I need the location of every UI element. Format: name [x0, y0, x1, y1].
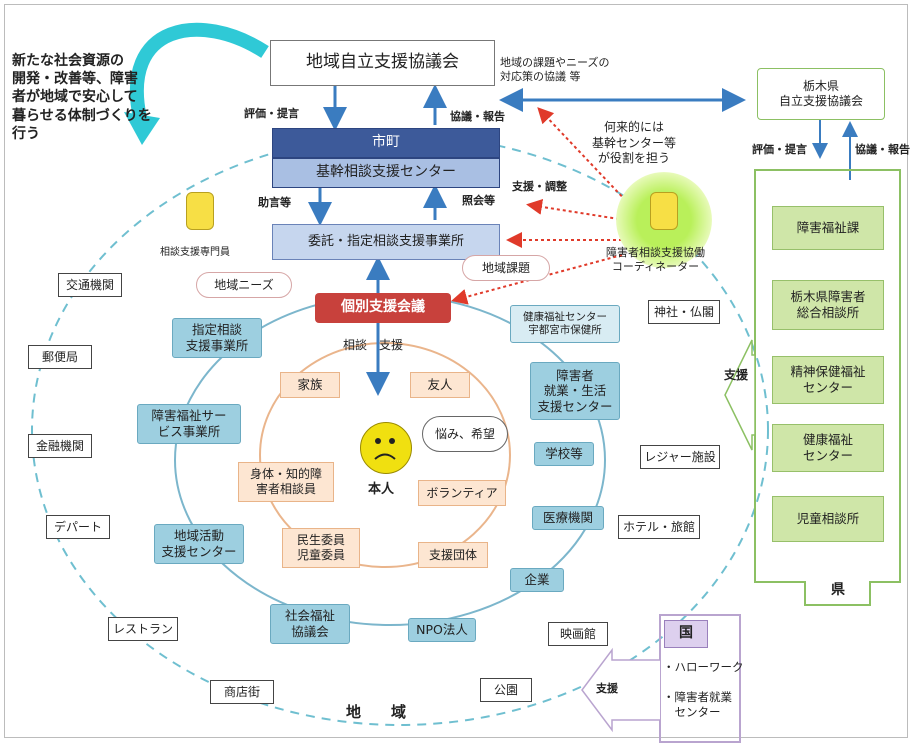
inner-counselor: 身体・知的障 害者相談員	[238, 462, 334, 502]
inner-volunteer: ボランティア	[418, 480, 506, 506]
city-box: 市町	[272, 128, 500, 158]
inner-welfare-commissioner: 民生委員 児童委員	[282, 528, 360, 568]
pref-welfare-division: 障害福祉課	[772, 206, 884, 250]
mid-health-center: 健康福祉センター 宇都宮市保健所	[510, 305, 620, 343]
mid-service-office: 障害福祉サー ビス事業所	[137, 404, 241, 444]
pref-mental-center: 精神保健福祉 センター	[772, 356, 884, 404]
outer-finance: 金融機関	[28, 434, 92, 458]
intro-text: 新たな社会資源の 開発・改善等、障害 者が地域で安心して 暮らせる体制づくりを …	[12, 53, 152, 142]
outer-cinema: 映画館	[548, 622, 608, 646]
person-label: 本人	[368, 482, 395, 497]
mid-school: 学校等	[534, 442, 594, 466]
pref-label: 県	[820, 580, 856, 602]
outer-hotel: ホテル・旅館	[618, 515, 700, 539]
label-pref-support: 支援	[724, 368, 749, 382]
pref-child-center: 児童相談所	[772, 496, 884, 542]
label-consult-support: 相談 支援	[343, 338, 404, 352]
curved-arrow	[129, 22, 269, 120]
outer-transport: 交通機関	[58, 273, 122, 297]
pref-consult-office: 栃木県障害者 総合相談所	[772, 280, 884, 330]
speech-bubble: 悩み、希望	[422, 416, 508, 452]
mid-social-council: 社会福祉 協議会	[270, 604, 350, 644]
curved-arrow-head	[124, 112, 160, 145]
coordinator-label: 障害者相談支援協働 コーディネーター	[606, 246, 705, 274]
label-advise: 助言等	[258, 196, 291, 209]
regional-council-box: 地域自立支援協議会	[270, 40, 495, 86]
nation-items: ・ハローワーク ・障害者就業 センター	[663, 660, 744, 719]
mid-company: 企業	[510, 568, 564, 592]
inner-family: 家族	[280, 372, 340, 398]
sad-face-icon	[360, 422, 412, 474]
inner-circle	[259, 342, 511, 568]
pref-frame	[754, 169, 901, 606]
outer-shrine: 神社・仏閣	[648, 300, 720, 324]
nation-label-box: 国	[664, 620, 708, 648]
outer-leisure: レジャー施設	[640, 445, 720, 469]
outer-shopping: 商店街	[210, 680, 274, 704]
pref-support-arrow	[724, 339, 756, 451]
inner-friend: 友人	[410, 372, 470, 398]
individual-meeting-box: 個別支援会議	[315, 293, 451, 323]
mid-designated-office: 指定相談 支援事業所	[172, 318, 262, 358]
future-note: 何来的には 基幹センター等 が役割を担う	[592, 120, 677, 166]
nation-support-arrow	[581, 647, 660, 733]
label-consult-left: 協議・報告	[450, 110, 505, 123]
mid-medical: 医療機関	[532, 506, 604, 530]
outer-restaurant: レストラン	[108, 617, 178, 641]
outer-post: 郵便局	[28, 345, 92, 369]
pref-health-center: 健康福祉 センター	[772, 424, 884, 472]
consult-office-box: 委託・指定相談支援事業所	[272, 224, 500, 260]
council-note: 地域の課題やニーズの 対応策の協議 等	[500, 56, 610, 84]
core-center-box: 基幹相談支援センター	[272, 158, 500, 188]
coordinator-icon	[650, 192, 678, 230]
mid-employment-center: 障害者 就業・生活 支援センター	[530, 362, 620, 420]
pref-council-box: 栃木県 自立支援協議会	[757, 68, 885, 120]
region-label: 地 域	[346, 703, 407, 721]
mid-activity-center: 地域活動 支援センター	[154, 524, 244, 564]
cloud-issues: 地域課題	[462, 255, 550, 281]
region-circle	[31, 134, 769, 726]
label-report-meeting: 照会等	[462, 194, 495, 207]
label-nation-support: 支援	[596, 682, 618, 695]
label-pref-consult: 協議・報告	[855, 143, 910, 156]
inner-support-group: 支援団体	[418, 542, 488, 568]
diagram-frame	[4, 4, 908, 738]
outer-park: 公園	[480, 678, 532, 702]
label-pref-eval: 評価・提言	[752, 143, 807, 156]
specialist-icon	[186, 192, 214, 230]
outer-department: デパート	[46, 515, 110, 539]
cloud-needs: 地域ニーズ	[196, 272, 292, 298]
mid-npo: NPO法人	[408, 618, 476, 642]
label-eval-left: 評価・提言	[244, 107, 299, 120]
label-support-adjust: 支援・調整	[512, 180, 567, 193]
sad-face-features	[374, 438, 396, 460]
specialist-label: 相談支援専門員	[160, 247, 230, 258]
